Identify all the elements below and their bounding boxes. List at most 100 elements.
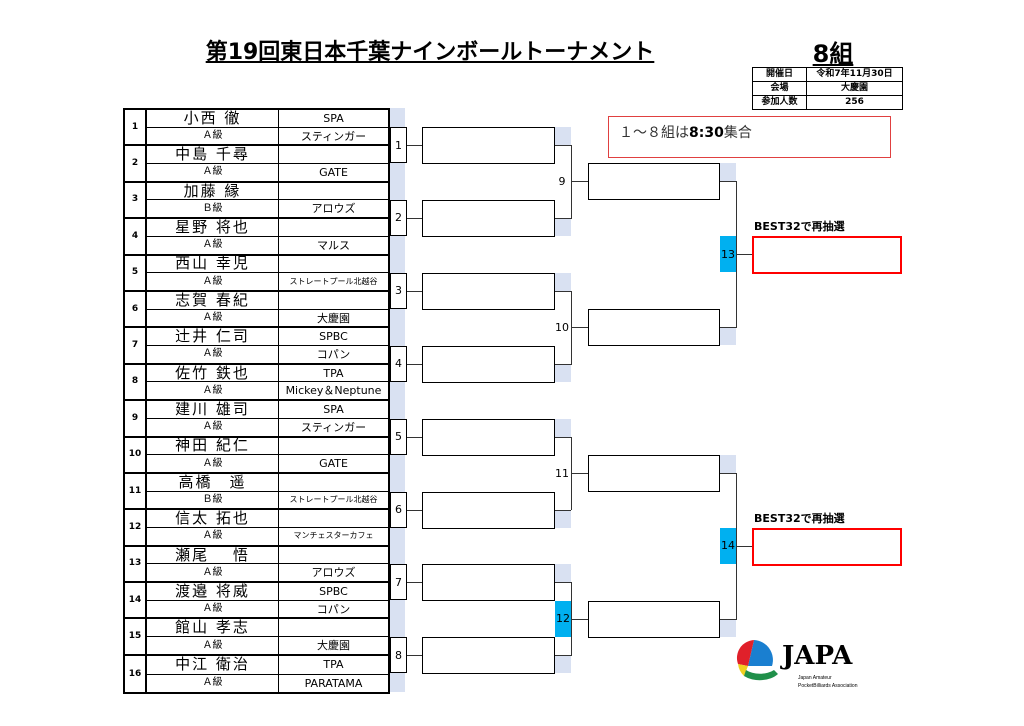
player-club <box>279 619 388 638</box>
strip <box>555 217 571 236</box>
match-number-box: 1 <box>390 127 407 163</box>
player-club <box>279 474 388 492</box>
player-name: 星野 将也 <box>147 219 278 237</box>
logo-text: JAPA <box>780 641 853 671</box>
strip <box>555 418 571 437</box>
player-club: アロウズ <box>311 566 356 580</box>
connector <box>571 327 588 329</box>
player-number: 7 <box>125 328 147 363</box>
player-club: TPA <box>279 365 388 383</box>
connector <box>407 290 422 292</box>
player-class: Ａ級 <box>202 384 223 396</box>
info-label: 参加人数 <box>752 95 807 110</box>
player-club: マンチェスターカフェ <box>293 531 374 541</box>
winner-box[interactable] <box>422 491 555 529</box>
match-number-box: 14 <box>720 527 736 564</box>
winner-box[interactable] <box>422 272 555 310</box>
player-club <box>279 146 388 165</box>
logo-sub2: PocketBilliards Association <box>798 683 858 689</box>
connector <box>407 217 422 219</box>
player-name: 高橋 遥 <box>147 474 278 492</box>
winner-box[interactable] <box>422 127 555 164</box>
strip <box>555 564 571 583</box>
connector <box>407 436 422 438</box>
info-label: 会場 <box>752 81 807 96</box>
player-club: ストレートプール北越谷 <box>289 276 378 286</box>
connector <box>736 545 752 547</box>
match-number-box: 4 <box>390 345 407 382</box>
connector <box>571 473 588 475</box>
match-number-box: 7 <box>390 564 407 601</box>
strip <box>555 363 571 382</box>
player-club: TPA <box>279 656 388 675</box>
info-value: 256 <box>806 95 903 110</box>
player-class: Ｂ級 <box>202 493 223 505</box>
connector <box>555 145 571 146</box>
player-club: GATE <box>319 165 348 179</box>
winner-box[interactable] <box>422 199 555 237</box>
japa-logo: JAPA Japan Amateur PocketBilliards Assoc… <box>734 636 884 692</box>
match-number-box: 13 <box>720 236 736 273</box>
player-club: ストレートプール北越谷 <box>289 494 378 504</box>
note-suffix: 集合 <box>723 125 752 141</box>
player-club: SPBC <box>279 583 388 601</box>
note-prefix: １～８組は <box>619 125 689 141</box>
match-number: 10 <box>555 320 569 334</box>
winner-box[interactable] <box>588 455 720 493</box>
player-class: Ａ級 <box>202 166 223 178</box>
player-name: 中島 千尋 <box>147 146 278 165</box>
player-name: 渡邉 将威 <box>147 583 278 601</box>
player-club: SPA <box>279 401 388 419</box>
connector <box>720 327 736 329</box>
player-number: 15 <box>125 619 147 654</box>
winner-box[interactable] <box>422 345 555 383</box>
match-number: 9 <box>558 174 566 188</box>
player-name: 中江 衛治 <box>147 656 278 675</box>
player-number: 1 <box>125 110 147 145</box>
player-name: 西山 幸児 <box>147 256 278 274</box>
player-number: 14 <box>125 583 147 618</box>
match-number: 11 <box>555 466 569 480</box>
player-number: 5 <box>125 255 147 290</box>
best-label: BEST32で再抽選 <box>754 220 845 233</box>
player-club <box>279 510 388 528</box>
assembly-note: １～８組は8:30集合 <box>608 116 891 158</box>
note-time: 8:30 <box>689 125 724 141</box>
player-club: PARATAMA <box>304 676 363 690</box>
info-value: 大慶園 <box>806 81 903 96</box>
player-class: Ａ級 <box>202 566 223 578</box>
winner-box[interactable] <box>422 637 555 675</box>
winner-box[interactable] <box>422 418 555 456</box>
winner-box[interactable] <box>588 600 720 638</box>
info-value: 令和7年11月30日 <box>806 67 903 82</box>
strip <box>720 618 736 637</box>
player-class: Ａ級 <box>202 312 223 323</box>
player-club: Mickey＆Neptune <box>285 384 382 398</box>
winner-box[interactable] <box>588 163 720 201</box>
player-number: 13 <box>125 546 147 582</box>
player-number: 9 <box>125 401 147 436</box>
player-name: 神田 紀仁 <box>147 438 278 456</box>
player-name: 志賀 春紀 <box>147 292 278 310</box>
player-name: 佐竹 鉄也 <box>147 365 278 383</box>
connector <box>407 655 422 657</box>
player-club: アロウズ <box>311 202 356 216</box>
connector <box>571 618 588 620</box>
winner-box[interactable] <box>422 564 555 602</box>
player-number: 10 <box>125 437 147 472</box>
player-class: Ａ級 <box>202 603 223 615</box>
player-number: 6 <box>125 291 147 327</box>
player-club <box>279 547 388 565</box>
connector <box>555 363 571 365</box>
strip <box>720 327 736 346</box>
winner-box[interactable] <box>588 309 720 347</box>
